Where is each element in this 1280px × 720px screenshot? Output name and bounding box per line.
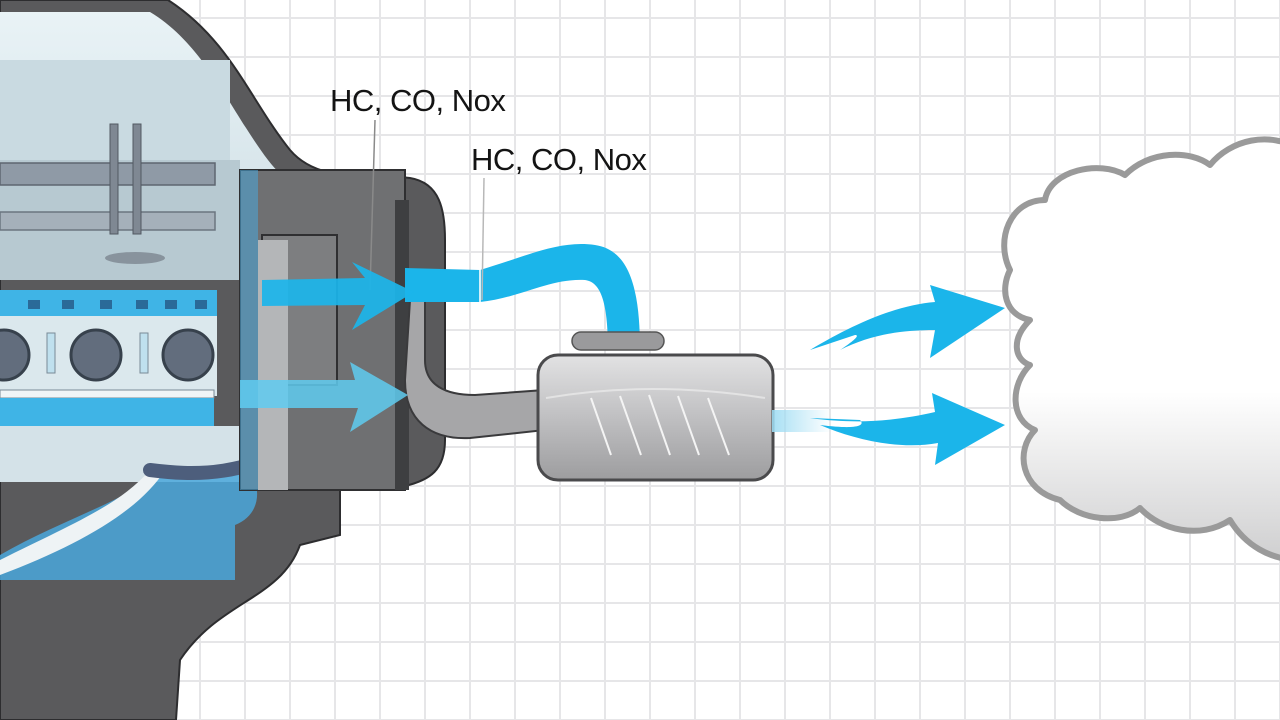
flow-pipe-to-converter: [405, 244, 640, 350]
emissions-label-engine: HC, CO, Nox: [330, 83, 506, 118]
exhaust-pipe: [403, 299, 546, 440]
catalytic-converter: [536, 331, 775, 482]
emissions-label-pipe: HC, CO, Nox: [471, 142, 647, 177]
label-leader-line-1: [369, 119, 376, 291]
flow-arrow-upper-engine: [262, 262, 414, 330]
label-leader-line-2: [481, 177, 485, 301]
flow-arrow-lower-engine: [240, 362, 408, 432]
flow-arrow-lower-out: [810, 393, 1005, 465]
exhaust-cloud: [1001, 136, 1280, 561]
engine-cutaway: [0, 0, 446, 720]
flow-arrow-upper-out: [810, 285, 1005, 358]
